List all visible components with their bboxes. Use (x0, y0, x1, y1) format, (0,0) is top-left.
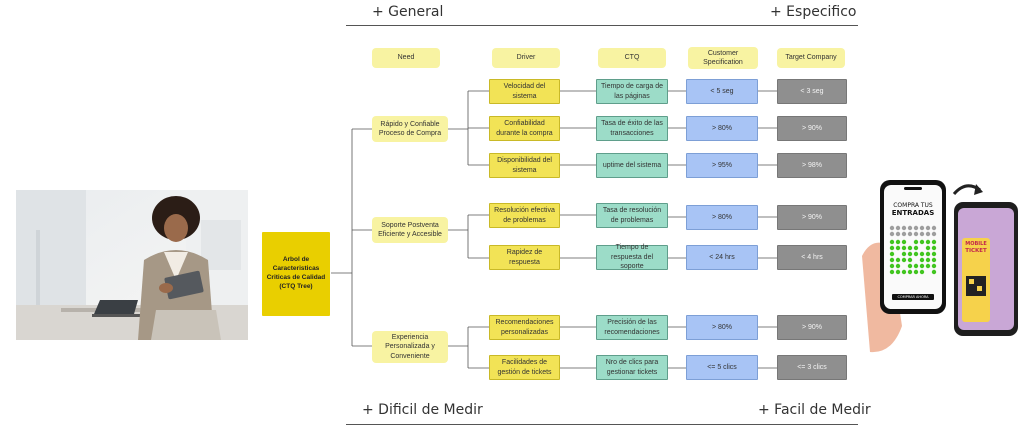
bottom-rule (346, 424, 858, 425)
spec-node-5: < 24 hrs (686, 245, 758, 270)
driver-node-2: Confiabilidad durante la compra (489, 116, 560, 141)
spec-node-3: > 95% (686, 153, 758, 178)
top-rule (346, 25, 858, 26)
spec-node-4: > 80% (686, 205, 758, 230)
spec-node-1: < 5 seg (686, 79, 758, 104)
phone-title-line2: ENTRADAS (891, 209, 935, 217)
ctq-node-6: Precisión de las recomendaciones (596, 315, 668, 340)
ctq-node-7: Nro de clics para gestionar tickets (596, 355, 668, 380)
office-photo (16, 190, 248, 340)
spec-node-7: <= 5 clics (686, 355, 758, 380)
target-node-7: <= 3 clics (777, 355, 847, 380)
ticket-line2: TICKET (965, 247, 987, 254)
axis-label-general: + General (372, 4, 444, 20)
need-node-1: Rápido y Confiable Proceso de Compra (372, 116, 448, 142)
driver-node-4: Resolución efectiva de problemas (489, 203, 560, 228)
header-customer-specification: Customer Specification (688, 47, 758, 69)
phone-title: COMPRA TUS ENTRADAS (884, 202, 942, 217)
buy-now-button: COMPRAR AHORA (897, 295, 929, 299)
mobile-ticket-label: MOBILE TICKET (962, 241, 990, 254)
phone-title-line1: COMPRA TUS (893, 202, 933, 209)
target-node-4: > 90% (777, 205, 847, 230)
axis-label-dificil: + Dificil de Medir (362, 402, 483, 418)
ctq-node-3: uptime del sistema (596, 153, 668, 178)
header-driver: Driver (492, 48, 560, 68)
target-node-6: > 90% (777, 315, 847, 340)
ctq-node-5: Tiempo de respuesta del soporte (596, 244, 668, 270)
phones-graphic (862, 180, 1018, 353)
root-node: Arbol de Caracteristicas Criticas de Cal… (262, 232, 330, 316)
target-node-5: < 4 hrs (777, 245, 847, 270)
need-node-3: Experiencia Personalizada y Conveniente (372, 331, 448, 363)
driver-node-5: Rapidez de respuesta (489, 245, 560, 270)
header-ctq: CTQ (598, 48, 666, 68)
ctq-node-1: Tiempo de carga de las páginas (596, 79, 668, 104)
axis-label-facil: + Facil de Medir (758, 402, 871, 418)
spec-node-2: > 80% (686, 116, 758, 141)
driver-node-1: Velocidad del sistema (489, 79, 560, 104)
woman-with-tablet-illustration (16, 190, 248, 340)
driver-node-7: Facilidades de gestión de tickets (489, 355, 560, 380)
target-node-2: > 90% (777, 116, 847, 141)
driver-node-3: Disponibilidad del sistema (489, 153, 560, 178)
target-node-1: < 3 seg (777, 79, 847, 104)
ctq-node-2: Tasa de éxito de las transacciones (596, 116, 668, 141)
ticket-app-illustration: COMPRA TUS ENTRADAS COMPRAR AHORA MOBILE… (862, 176, 1024, 356)
axis-label-especifico: + Especifico (770, 4, 857, 20)
curved-arrow-icon (974, 184, 983, 195)
ctq-node-4: Tasa de resolución de problemas (596, 203, 668, 228)
ticket-line1: MOBILE (965, 241, 987, 247)
driver-node-6: Recomendaciones personalizadas (489, 315, 560, 340)
need-node-2: Soporte Postventa Eficiente y Accesible (372, 217, 448, 243)
header-target-company: Target Company (777, 48, 845, 68)
target-node-3: > 98% (777, 153, 847, 178)
header-need: Need (372, 48, 440, 68)
spec-node-6: > 80% (686, 315, 758, 340)
